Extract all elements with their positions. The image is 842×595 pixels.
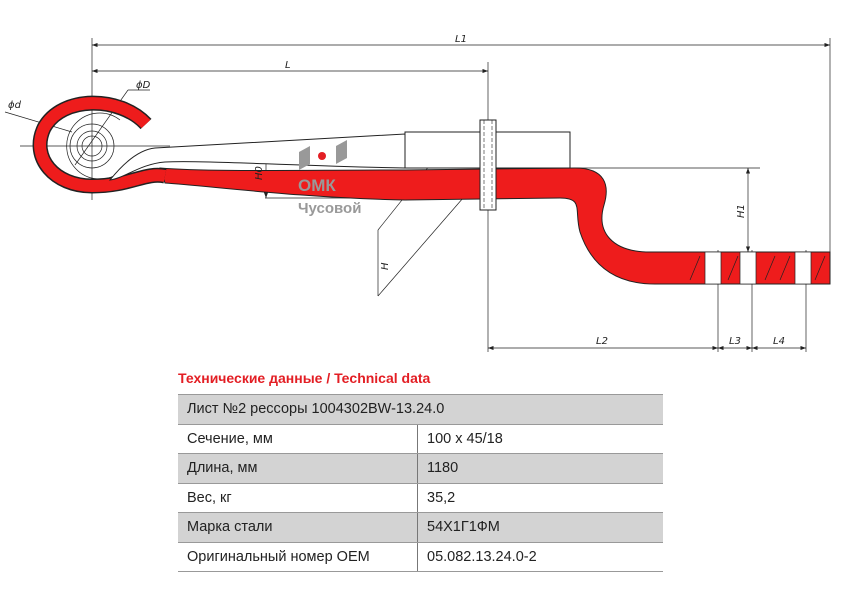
svg-text:ОМК: ОМК — [298, 176, 336, 195]
row-label: Вес, кг — [178, 483, 418, 513]
label-L1: L1 — [455, 34, 467, 45]
label-L2: L2 — [596, 336, 608, 347]
svg-text:Чусовой: Чусовой — [298, 200, 361, 217]
row-value: 1180 — [417, 453, 663, 484]
label-D: ϕD — [136, 80, 151, 91]
label-d: ϕd — [8, 100, 22, 111]
upper-leaf — [108, 133, 406, 181]
main-leaf — [159, 167, 831, 285]
label-L: L — [285, 60, 291, 71]
part-name: Лист №2 рессоры 1004302BW-13.24.0 — [178, 394, 663, 425]
row-label: Марка стали — [178, 512, 418, 543]
row-label: Сечение, мм — [178, 424, 418, 454]
technical-data-table: Лист №2 рессоры 1004302BW-13.24.0 Сечени… — [178, 394, 663, 572]
row-value: 05.082.13.24.0-2 — [417, 542, 663, 572]
row-label: Длина, мм — [178, 453, 418, 484]
label-H1: H1 — [736, 204, 747, 218]
label-L4: L4 — [773, 336, 785, 347]
omk-logo: ОМК Чусовой — [298, 140, 361, 217]
technical-data-title: Технические данные / Technical data — [178, 370, 431, 386]
row-value: 100 x 45/18 — [417, 424, 663, 454]
center-bolt — [479, 119, 497, 211]
table-header-row: Лист №2 рессоры 1004302BW-13.24.0 — [178, 394, 663, 425]
row-label: Оригинальный номер OEM — [178, 542, 418, 572]
row-value: 35,2 — [417, 483, 663, 513]
label-H: H — [380, 262, 391, 270]
row-value: 54Х1Г1ФМ — [417, 512, 663, 543]
label-H0: H0 — [254, 166, 265, 180]
spring-leaf-drawing: ОМК Чусовой L1 L ϕD ϕd H0 H H1 L2 L3 L4 — [4, 34, 831, 352]
label-L3: L3 — [729, 336, 741, 347]
